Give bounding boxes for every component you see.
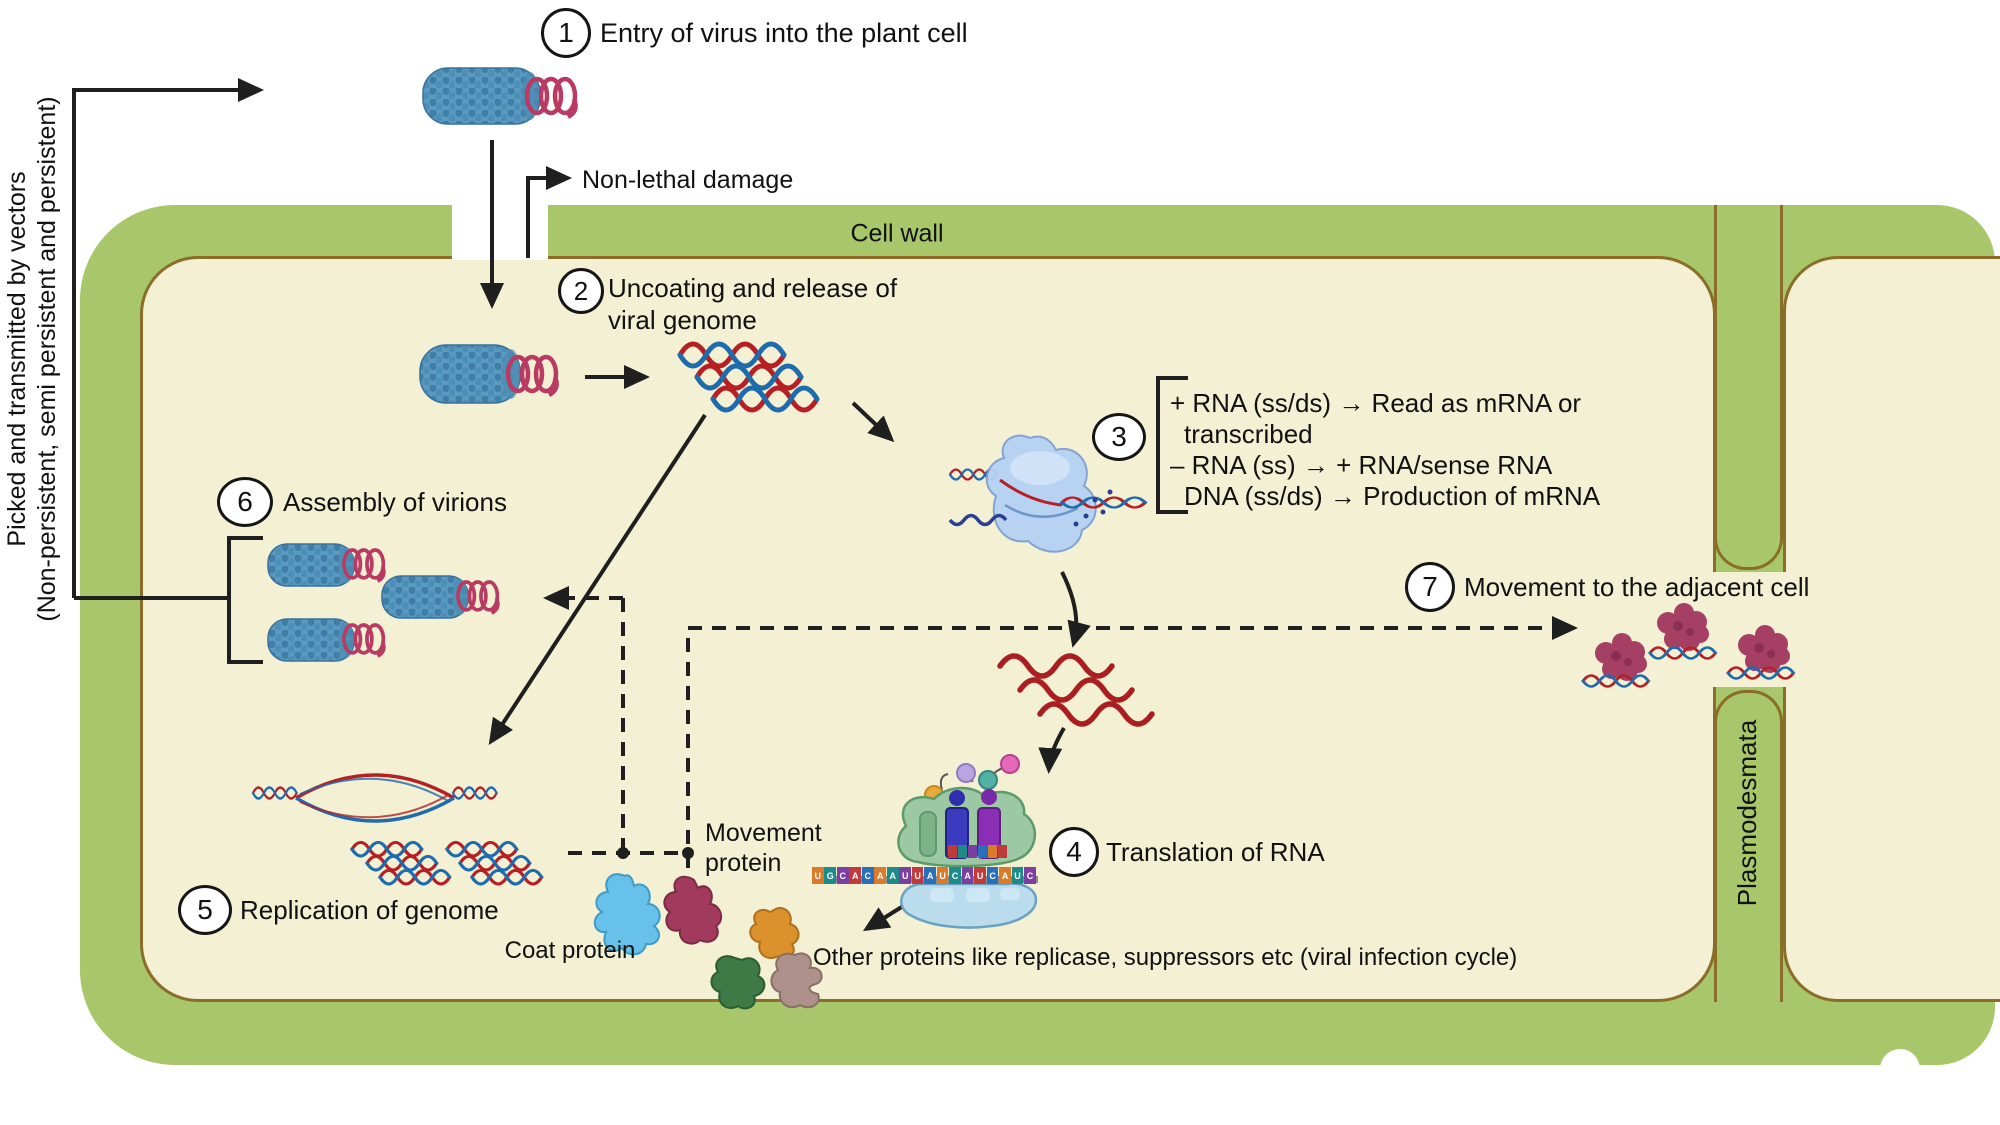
step-7-label: Movement to the adjacent cell xyxy=(1464,572,1810,602)
movement-protein-label: Movement protein xyxy=(705,818,822,878)
step-7-badge: 7 xyxy=(1405,562,1455,612)
cell-wall-label: Cell wall xyxy=(850,219,944,248)
step-6-badge: 6 xyxy=(217,477,273,527)
step-3-line4: DNA (ss/ds) → Production of mRNA xyxy=(1184,481,1601,511)
step-2-number: 2 xyxy=(573,275,589,306)
step-4-number: 4 xyxy=(1066,836,1082,867)
step-3-line1: + RNA (ss/ds) → Read as mRNA or xyxy=(1170,388,1582,418)
other-proteins-label: Other proteins like replicase, suppresso… xyxy=(813,944,1518,971)
cell-wall-entry-gap xyxy=(452,200,548,260)
step-3-number: 3 xyxy=(1111,421,1127,452)
step-6-label: Assembly of virions xyxy=(283,487,507,517)
mrna-nucleotide: U xyxy=(911,867,924,884)
arrow-genome-to-replication xyxy=(488,413,707,746)
step3-bracket xyxy=(1156,376,1188,514)
coat-protein-blob xyxy=(593,873,661,956)
released-viral-genome xyxy=(680,344,817,410)
coat-protein-label: Coat protein xyxy=(504,937,636,964)
plasmodesmata-wall-top xyxy=(1714,205,1783,570)
step-1-number: 1 xyxy=(558,17,574,48)
polymerase-illustration xyxy=(948,434,1145,553)
step-6-number: 6 xyxy=(237,486,253,517)
mrna-nucleotide: U xyxy=(1011,867,1024,884)
mrna-nucleotide: A xyxy=(999,867,1011,884)
step-5-number: 5 xyxy=(197,894,213,925)
step-4-label: Translation of RNA xyxy=(1106,837,1325,867)
movement-protein-label-line2: protein xyxy=(705,849,782,877)
mrna-nucleotide: A xyxy=(961,867,974,884)
movement-protein-blob xyxy=(663,875,723,945)
mrna-nucleotide: C xyxy=(836,867,849,884)
mrna-nucleotide: C xyxy=(949,867,961,884)
ribosome-illustration xyxy=(812,754,1038,929)
arrow-polymerase-to-mrna xyxy=(1060,571,1091,648)
dashed-protein-routes xyxy=(543,586,1578,868)
mrna-nucleotide: G xyxy=(824,867,837,884)
cell-junction-notch-bottom xyxy=(1880,1049,1920,1089)
step-2-label-line1: Uncoating and release of xyxy=(608,273,898,303)
step-7-number: 7 xyxy=(1422,571,1438,602)
viral-mrna-strands xyxy=(997,653,1155,727)
step-5-badge: 5 xyxy=(178,885,232,935)
arrow-non-lethal xyxy=(526,166,572,258)
plasmodesmata-label: Plasmodesmata xyxy=(1732,719,1762,907)
virus-movement-complexes xyxy=(1581,603,1796,689)
step-5-label: Replication of genome xyxy=(240,895,499,925)
mrna-nucleotide: C xyxy=(861,867,874,884)
virus-particle-outside xyxy=(422,67,576,125)
other-protein-taupe xyxy=(770,952,823,1009)
step-4-badge: 4 xyxy=(1049,827,1099,877)
arrow-mrna-to-ribosome xyxy=(1038,726,1066,774)
mrna-nucleotide: U xyxy=(899,867,911,884)
other-protein-green xyxy=(710,955,766,1010)
side-note-line1: Picked and transmitted by vectors xyxy=(3,171,31,547)
step-2-label-line2: viral genome xyxy=(608,305,757,335)
virus-particle-inside xyxy=(419,344,557,404)
mrna-nucleotide: A xyxy=(849,867,862,884)
replication-genome-illustration xyxy=(251,773,544,886)
step-2-badge: 2 xyxy=(558,268,604,314)
mrna-nucleotide: U xyxy=(936,867,949,884)
mrna-nucleotide: A xyxy=(924,867,936,884)
plasmodesmata-wall-bottom xyxy=(1714,690,1783,1002)
step-1-label: Entry of virus into the plant cell xyxy=(600,18,968,48)
mrna-nucleotide: A xyxy=(886,867,899,884)
mrna-nucleotide: U xyxy=(812,867,824,884)
step-3-badge: 3 xyxy=(1092,413,1146,461)
mrna-nucleotide: C xyxy=(1024,867,1036,884)
step-1-badge: 1 xyxy=(541,8,591,58)
assembly-bracket xyxy=(227,536,263,664)
vector-side-note: Picked and transmitted by vectors (Non-p… xyxy=(2,59,64,659)
step-2-label: Uncoating and release of viral genome xyxy=(608,272,897,336)
mrna-nucleotide: C xyxy=(986,867,999,884)
vector-transmission-arrow xyxy=(72,78,264,600)
mrna-nucleotide: A xyxy=(874,867,887,884)
step-3-text: + RNA (ss/ds) → Read as mRNA or transcri… xyxy=(1170,388,1650,512)
arrow-genome-to-polymerase xyxy=(851,401,895,443)
non-lethal-damage-label: Non-lethal damage xyxy=(582,166,794,194)
adjacent-cell-interior xyxy=(1783,256,2000,1002)
mrna-nucleotide: U xyxy=(974,867,986,884)
assembled-virions xyxy=(267,543,500,662)
step-3-line2: transcribed xyxy=(1184,419,1313,449)
step-3-line3: – RNA (ss) → + RNA/sense RNA xyxy=(1170,450,1553,480)
other-protein-orange xyxy=(749,906,800,960)
side-note-line2: (Non-persistent, semi persistent and per… xyxy=(33,96,61,622)
movement-protein-label-line1: Movement xyxy=(705,819,822,847)
